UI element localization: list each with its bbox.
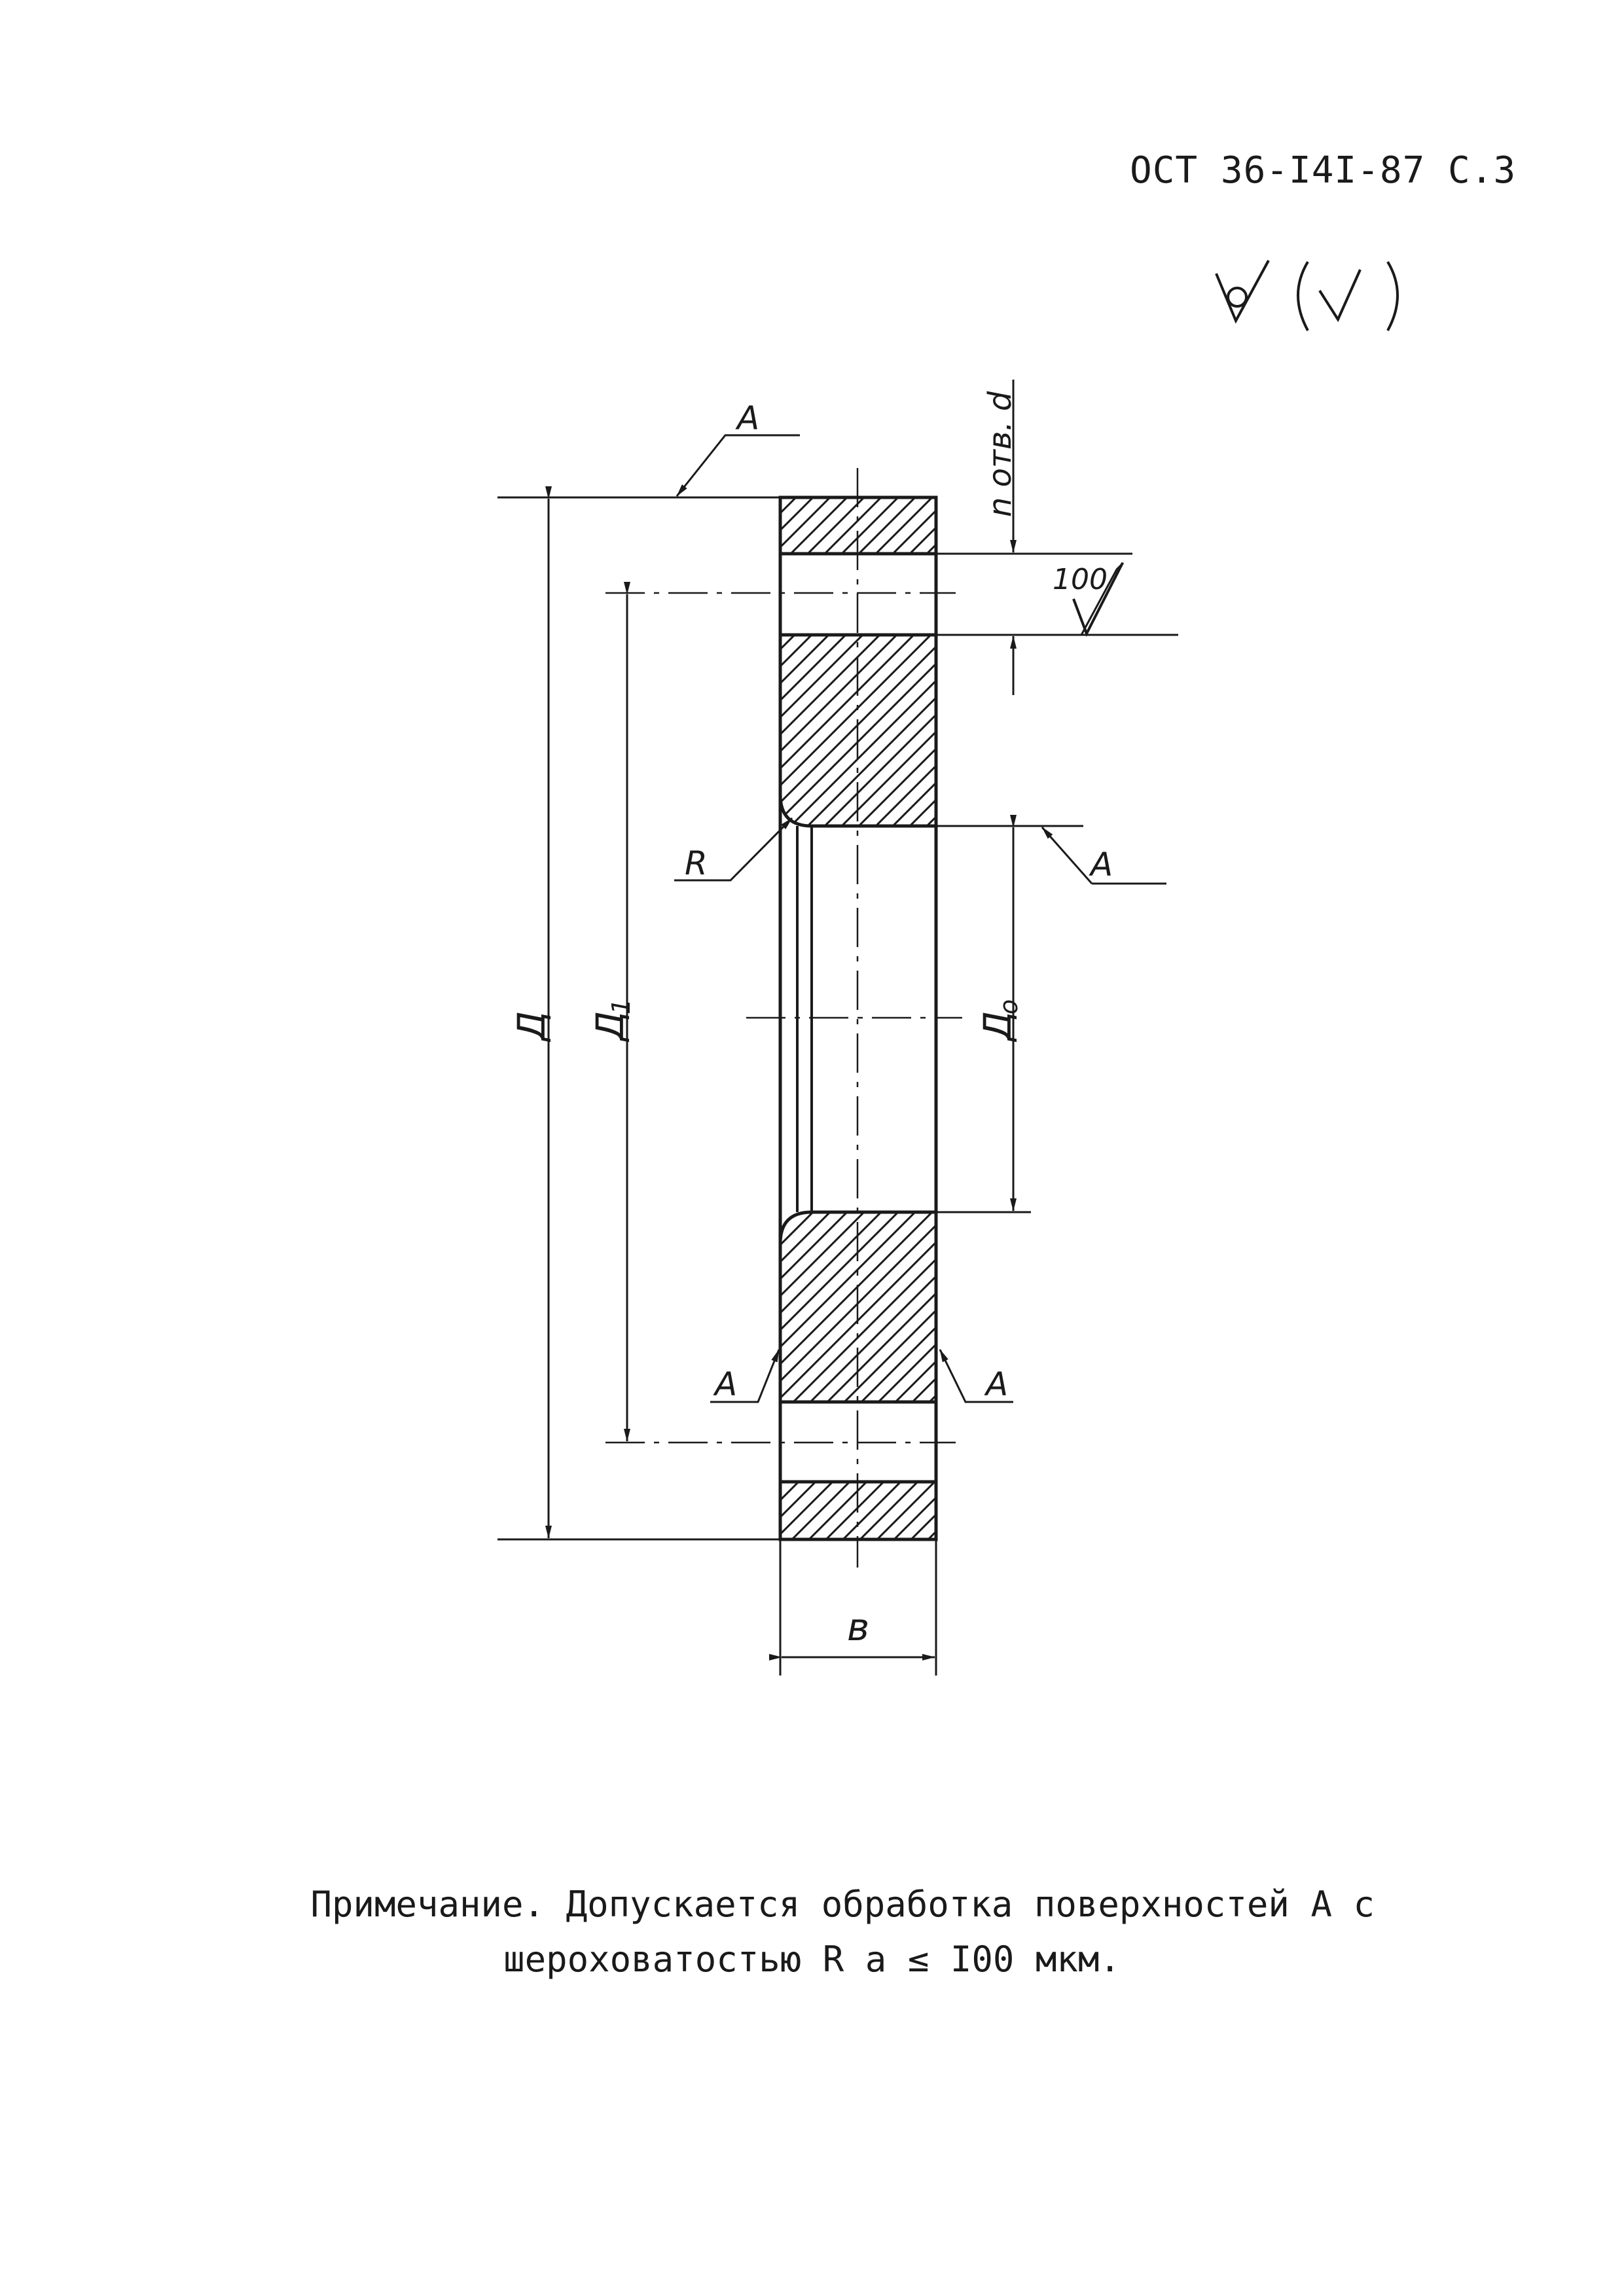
surface-a-label-bore: A [1089, 846, 1113, 884]
surface-a-label-top: A [735, 399, 759, 437]
surface-a-label-left: A [713, 1365, 737, 1403]
document-reference: ОСТ 36-I4I-87 С.3 [1130, 149, 1517, 192]
surface-a-label-right: A [984, 1365, 1008, 1403]
center-lines [605, 468, 962, 1568]
note-line-1: Примечание. Допускается обработка поверх… [310, 1884, 1375, 1925]
bore-diameter-label: Д o [975, 999, 1023, 1043]
outer-diameter-label: Д [509, 1011, 554, 1043]
surface-leaders [674, 434, 1166, 1403]
dimension-lines [497, 380, 1178, 1676]
note-line-2: шероховатостью R a ≤ I00 мкм. [503, 1939, 1121, 1980]
bore-diameter-subscript: o [994, 999, 1023, 1014]
bolt-circle-diameter-label: Д 1 [588, 999, 636, 1043]
radius-label: R [685, 844, 708, 882]
roughness-value-label: 100 [1053, 563, 1108, 596]
bolt-hole-roughness-symbol [1072, 562, 1124, 637]
general-roughness-symbol [1215, 260, 1399, 331]
bolt-circle-diameter-subscript: 1 [607, 999, 636, 1014]
bolt-circle-diameter-letter: Д [588, 1011, 632, 1043]
thickness-label: в [847, 1605, 869, 1649]
holes-label: n отв. d [982, 391, 1019, 517]
bore-diameter-letter: Д [975, 1011, 1020, 1043]
